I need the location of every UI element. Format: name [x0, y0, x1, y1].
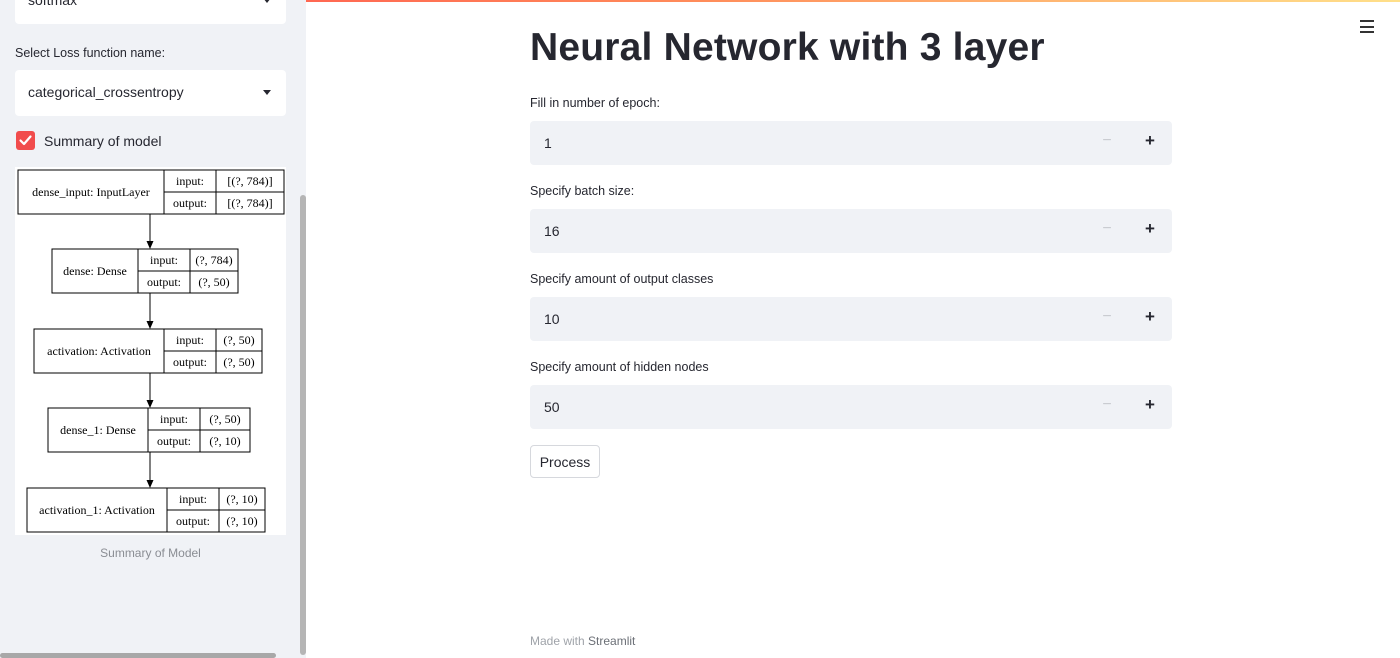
layer-name: dense_input: InputLayer	[32, 185, 150, 199]
caret-down-icon	[263, 90, 271, 95]
output-classes-increment-button[interactable]: +	[1145, 307, 1155, 326]
check-icon	[19, 135, 32, 146]
footer-prefix: Made with	[530, 634, 585, 648]
top-decoration-bar	[0, 0, 1400, 2]
port-output-label: output:	[157, 434, 191, 448]
output-classes-decrement-button[interactable]: −	[1102, 308, 1112, 325]
port-output-shape: (?, 50)	[223, 355, 254, 369]
epoch-increment-button[interactable]: +	[1145, 131, 1155, 150]
activation-select-value: softmax	[28, 0, 78, 8]
loss-select[interactable]: categorical_crossentropy	[15, 70, 286, 116]
port-input-shape: (?, 10)	[226, 492, 257, 506]
arrow-head-icon	[146, 480, 154, 488]
port-input-label: input:	[179, 492, 207, 506]
port-output-label: output:	[173, 196, 207, 210]
arrow-head-icon	[146, 400, 154, 408]
sidebar: softmax Select Loss function name: categ…	[0, 0, 306, 658]
port-input-shape: (?, 784)	[195, 253, 232, 267]
footer: Made with Streamlit	[530, 634, 635, 648]
output-classes-label: Specify amount of output classes	[530, 272, 714, 286]
epoch-value[interactable]: 1	[544, 135, 552, 151]
output-classes-input[interactable]: 10 − +	[530, 297, 1172, 341]
port-output-shape: (?, 50)	[198, 275, 229, 289]
output-classes-value[interactable]: 10	[544, 311, 560, 327]
epoch-input[interactable]: 1 − +	[530, 121, 1172, 165]
batch-size-label: Specify batch size:	[530, 184, 635, 198]
page-title: Neural Network with 3 layer	[530, 26, 1045, 69]
batch-size-increment-button[interactable]: +	[1145, 219, 1155, 238]
hidden-nodes-label: Specify amount of hidden nodes	[530, 360, 709, 374]
activation-select[interactable]: softmax	[15, 0, 286, 24]
port-input-label: input:	[160, 412, 188, 426]
summary-checkbox-label: Summary of model	[44, 133, 162, 149]
layer-name: activation: Activation	[47, 344, 151, 358]
hamburger-icon[interactable]	[1360, 20, 1374, 33]
process-button[interactable]: Process	[530, 445, 600, 478]
port-input-shape: (?, 50)	[209, 412, 240, 426]
layer-name: dense_1: Dense	[60, 423, 136, 437]
hidden-nodes-value[interactable]: 50	[544, 399, 560, 415]
port-input-label: input:	[176, 333, 204, 347]
image-caption: Summary of Model	[100, 546, 201, 560]
port-output-shape: (?, 10)	[226, 514, 257, 528]
loss-select-value: categorical_crossentropy	[28, 84, 184, 100]
loss-select-label: Select Loss function name:	[15, 46, 166, 60]
port-output-shape: (?, 10)	[209, 434, 240, 448]
epoch-decrement-button[interactable]: −	[1102, 132, 1112, 149]
footer-brand-link[interactable]: Streamlit	[588, 634, 636, 648]
port-input-label: input:	[176, 174, 204, 188]
port-output-shape: [(?, 784)]	[227, 196, 272, 210]
arrow-head-icon	[146, 321, 154, 329]
hidden-nodes-increment-button[interactable]: +	[1145, 395, 1155, 414]
port-output-label: output:	[147, 275, 181, 289]
hidden-nodes-input[interactable]: 50 − +	[530, 385, 1172, 429]
arrow-head-icon	[146, 241, 154, 249]
sidebar-scrollbar[interactable]	[300, 195, 306, 655]
hidden-nodes-decrement-button[interactable]: −	[1102, 396, 1112, 413]
summary-checkbox[interactable]	[16, 131, 35, 150]
port-input-label: input:	[150, 253, 178, 267]
layer-box	[17, 169, 285, 215]
batch-size-input[interactable]: 16 − +	[530, 209, 1172, 253]
port-output-label: output:	[173, 355, 207, 369]
caret-down-icon	[263, 0, 271, 3]
sidebar-horizontal-scrollbar[interactable]	[0, 653, 276, 658]
batch-size-value[interactable]: 16	[544, 223, 560, 239]
layer-name: activation_1: Activation	[39, 503, 155, 517]
port-output-label: output:	[176, 514, 210, 528]
port-input-shape: [(?, 784)]	[227, 174, 272, 188]
port-input-shape: (?, 50)	[223, 333, 254, 347]
epoch-label: Fill in number of epoch:	[530, 96, 660, 110]
layer-name: dense: Dense	[63, 264, 127, 278]
model-summary-image: dense_input: InputLayer input: output: [(?,…	[15, 167, 286, 535]
model-diagram: dense_input: InputLayer input: output: [(?,…	[17, 169, 285, 533]
batch-size-decrement-button[interactable]: −	[1102, 220, 1112, 237]
